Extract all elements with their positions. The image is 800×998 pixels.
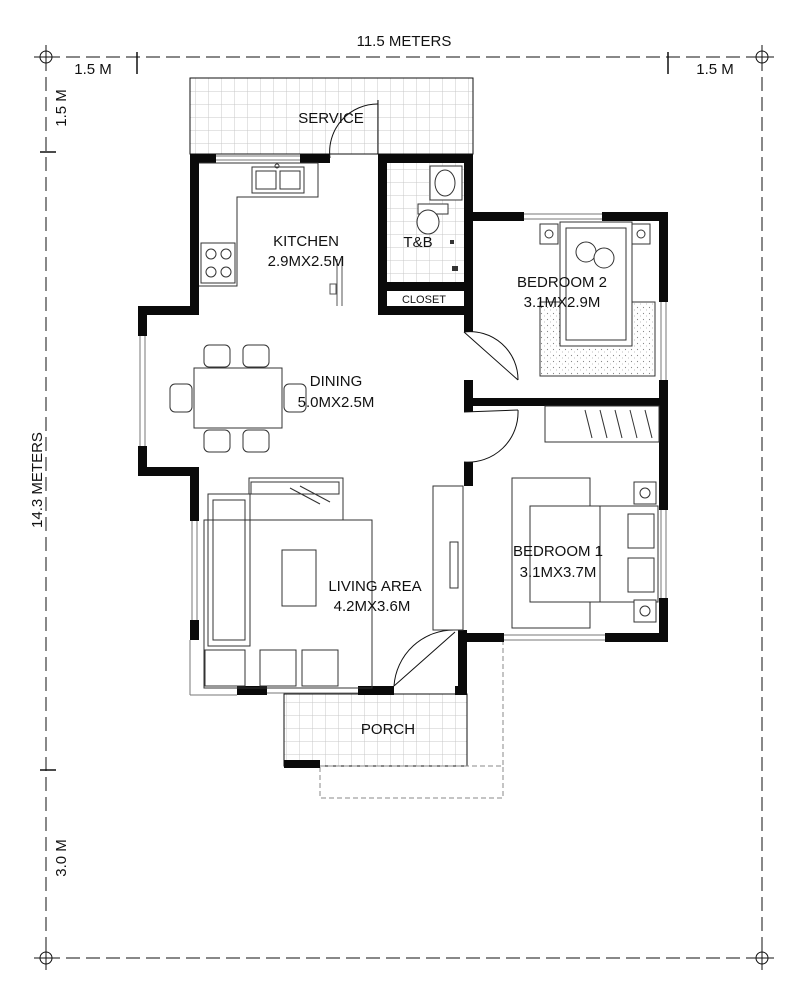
kitchen-size: 2.9MX2.5M [268,253,345,270]
overall-depth-label: 14.3 METERS [29,432,46,528]
tv-cabinet [432,485,464,631]
service-area [189,77,474,155]
walls [138,154,668,768]
bedroom2-bed [539,221,656,377]
corner-markers [34,45,774,970]
living-size: 4.2MX3.6M [334,598,411,615]
rear-setback-label: 1.5 M [53,89,70,127]
lot-boundary [45,56,763,959]
kitchen-counter [199,162,319,287]
closet-label: CLOSET [402,294,446,306]
dining-table [169,344,307,453]
left-setback-label: 1.5 M [74,61,112,78]
lavatory-icon [429,165,463,201]
living-label: LIVING AREA [328,578,421,595]
toilet-icon [416,203,449,235]
dimension-ticks [40,52,669,771]
dining-size: 5.0MX2.5M [298,394,375,411]
kitchen-label: KITCHEN [273,233,339,250]
right-setback-label: 1.5 M [696,61,734,78]
doors [329,100,519,687]
bedroom2-label: BEDROOM 2 [517,274,607,291]
overall-width-label: 11.5 METERS [357,33,452,50]
bedroom1-size: 3.1MX3.7M [520,564,597,581]
bedroom1-closet [544,405,660,443]
ref-area [329,259,343,306]
windows [139,155,667,696]
front-setback-label: 3.0 M [53,839,70,877]
bedroom1-label: BEDROOM 1 [513,543,603,560]
shower-drain [450,240,458,271]
bedroom1-bed [511,477,659,629]
tb-label: T&B [403,234,432,251]
bedroom2-size: 3.1MX2.9M [524,294,601,311]
stove-icon [200,242,236,284]
living-furniture [203,477,373,689]
porch-label: PORCH [361,721,415,738]
service-label: SERVICE [298,110,364,127]
dining-label: DINING [310,373,363,390]
porch-area [283,640,504,799]
